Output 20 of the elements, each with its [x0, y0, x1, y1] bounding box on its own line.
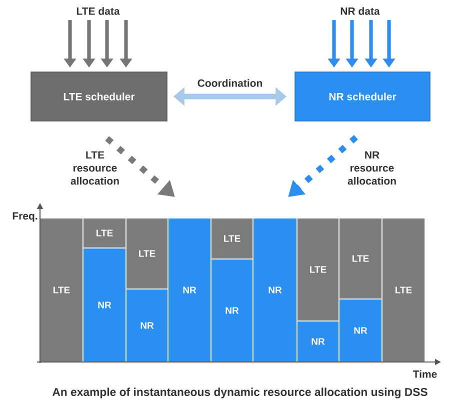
axis-label: Time [412, 370, 437, 378]
resource-block: NR [296, 320, 340, 362]
resource-block: LTE [82, 218, 126, 248]
edge-label: LTE resource allocation [70, 151, 119, 185]
resource-block: NR [210, 258, 254, 362]
edge-label: NR resource allocation [348, 151, 396, 185]
resource-block: LTE [210, 218, 254, 260]
resource-block: LTE [338, 218, 382, 300]
data-label: LTE data [76, 7, 120, 15]
caption: An example of instantaneous dynamic resource allocation using DSS [52, 388, 428, 398]
resource-block: NR [126, 288, 168, 362]
scheduler-box: LTE scheduler [30, 72, 168, 122]
data-label: NR data [340, 7, 380, 15]
resource-block: NR [338, 298, 382, 362]
resource-block: LTE [296, 218, 340, 322]
scheduler-box: NR scheduler [294, 72, 430, 122]
axis-label: Freq. [12, 212, 38, 222]
resource-block: LTE [382, 218, 426, 362]
resource-block: NR [82, 248, 126, 362]
edge-label: Coordination [196, 78, 264, 88]
